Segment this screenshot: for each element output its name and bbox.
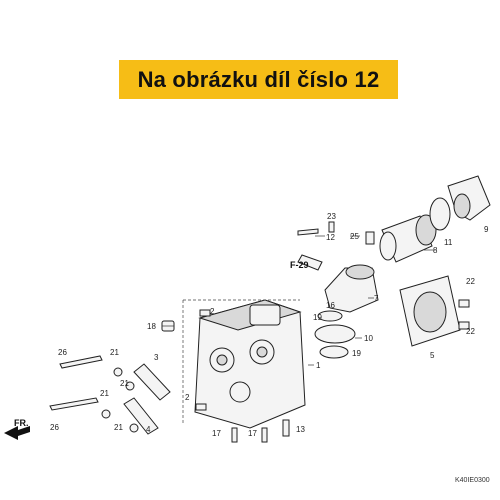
spark-plug bbox=[282, 419, 290, 437]
callout-8: 8 bbox=[433, 246, 438, 255]
intake-joint bbox=[379, 214, 437, 263]
callout-9: 9 bbox=[484, 225, 489, 234]
callout-25: 25 bbox=[350, 232, 359, 241]
long-bolt-lower bbox=[49, 397, 99, 411]
callout-2-upper: 2 bbox=[210, 307, 215, 316]
nut-b bbox=[101, 409, 111, 419]
chain-guide bbox=[297, 228, 319, 236]
callout-26-lower: 26 bbox=[50, 423, 59, 432]
callout-21-d: 21 bbox=[114, 423, 123, 432]
long-bolt-upper bbox=[59, 355, 103, 369]
callout-22-upper: 22 bbox=[466, 277, 475, 286]
intake-pipe bbox=[297, 254, 379, 313]
reference-f29: F-29 bbox=[290, 260, 309, 270]
nut-a bbox=[113, 367, 123, 377]
callout-21-b: 21 bbox=[120, 379, 129, 388]
insulator-gasket bbox=[314, 324, 356, 344]
nut-c bbox=[125, 381, 135, 391]
callout-26-upper: 26 bbox=[58, 348, 67, 357]
air-cleaner-connector bbox=[447, 175, 491, 221]
part-number-banner: Na obrázku díl číslo 12 bbox=[119, 60, 398, 99]
callout-19-lower: 19 bbox=[352, 349, 361, 358]
hose-band bbox=[429, 197, 451, 231]
stud-bolt-left bbox=[231, 427, 238, 443]
drawing-code: K40IE0300 bbox=[455, 477, 490, 484]
flange-bolt bbox=[365, 231, 375, 245]
callout-5: 5 bbox=[430, 351, 435, 360]
callout-10: 10 bbox=[364, 334, 373, 343]
dowel-pin-right-lower bbox=[458, 321, 470, 330]
callout-12: 12 bbox=[326, 233, 335, 242]
front-label: FR. bbox=[14, 418, 29, 428]
cylinder-gasket bbox=[399, 275, 461, 347]
callout-2-lower: 2 bbox=[185, 393, 190, 402]
callout-4: 4 bbox=[146, 425, 151, 434]
dowel-pin-upper bbox=[199, 309, 211, 317]
bracket-4 bbox=[123, 397, 159, 435]
callout-17-right: 17 bbox=[248, 429, 257, 438]
callout-13: 13 bbox=[296, 425, 305, 434]
washer bbox=[328, 221, 335, 233]
cylinder-head bbox=[182, 299, 306, 429]
front-direction-arrow: FR. bbox=[4, 418, 30, 440]
o-ring-upper bbox=[317, 310, 343, 322]
callout-23: 23 bbox=[327, 212, 336, 221]
callout-21-c: 21 bbox=[100, 389, 109, 398]
callout-1: 1 bbox=[316, 361, 321, 370]
nut-d bbox=[129, 423, 139, 433]
callout-7: 7 bbox=[374, 294, 379, 303]
callout-3: 3 bbox=[154, 353, 159, 362]
callout-18: 18 bbox=[147, 322, 156, 331]
dowel-pin-right-upper bbox=[458, 299, 470, 308]
callout-11: 11 bbox=[444, 238, 453, 247]
o-ring-lower bbox=[319, 345, 349, 359]
callout-16: 16 bbox=[326, 301, 335, 310]
callout-17-left: 17 bbox=[212, 429, 221, 438]
callout-19-upper: 19 bbox=[313, 313, 322, 322]
stud-bolt-right bbox=[261, 427, 268, 443]
bracket-3 bbox=[133, 363, 171, 401]
callout-22-lower: 22 bbox=[466, 327, 475, 336]
dowel-pin-lower bbox=[195, 403, 207, 411]
callout-21-a: 21 bbox=[110, 348, 119, 357]
